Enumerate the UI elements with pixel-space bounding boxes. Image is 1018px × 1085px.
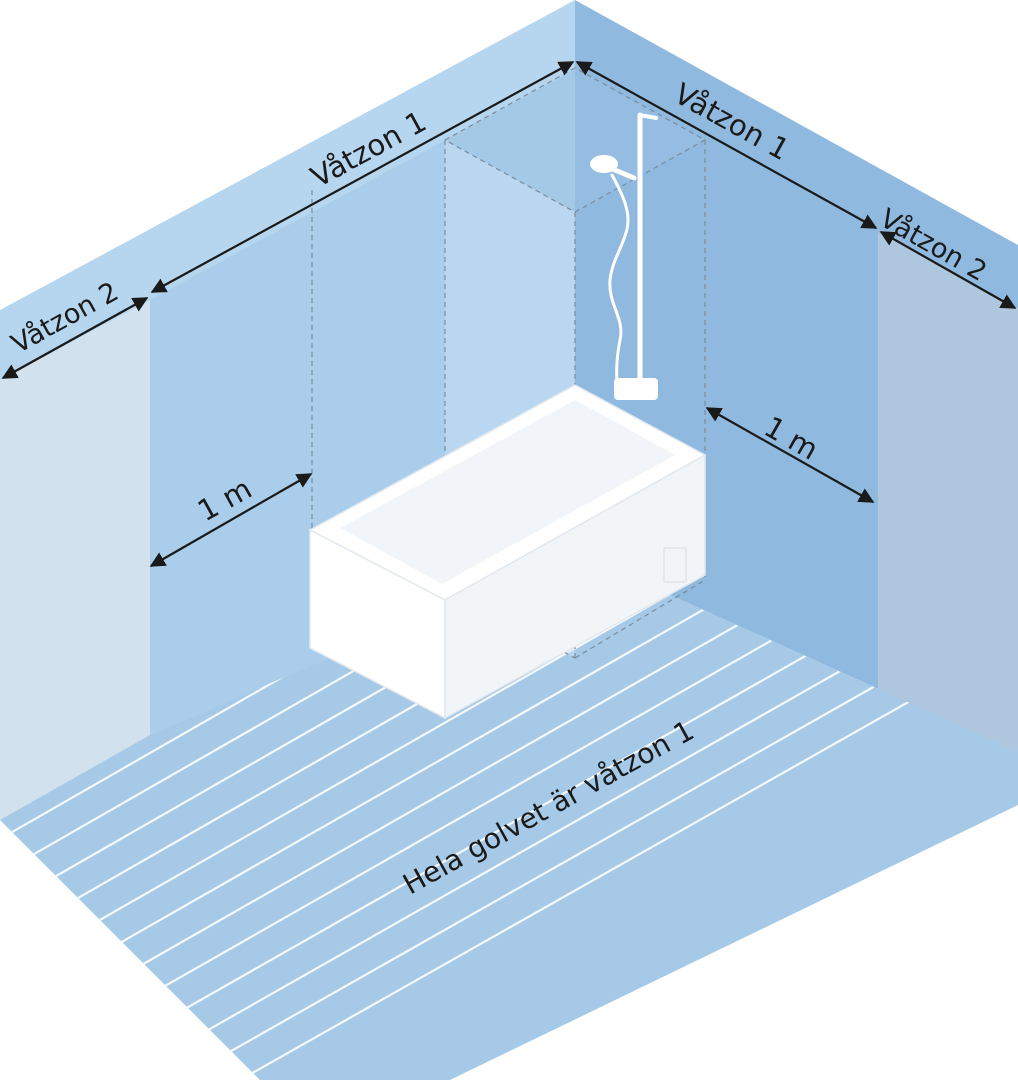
zone2-right-arrow: [879, 231, 1017, 309]
zone1-left-wall-arrow: [150, 61, 575, 293]
distance-right-arrow: [705, 407, 875, 503]
dimension-arrow-icon: [1, 61, 1017, 567]
zone1-right-wall-arrow: [575, 61, 878, 229]
floor: [0, 552, 1018, 1080]
distance-left-arrow: [149, 473, 313, 567]
right-wall-zone2-region: [878, 232, 1018, 752]
bathtub-icon: [308, 384, 707, 720]
zone2-left-arrow: [1, 297, 149, 379]
left-wall-zone2-region: [0, 300, 150, 820]
